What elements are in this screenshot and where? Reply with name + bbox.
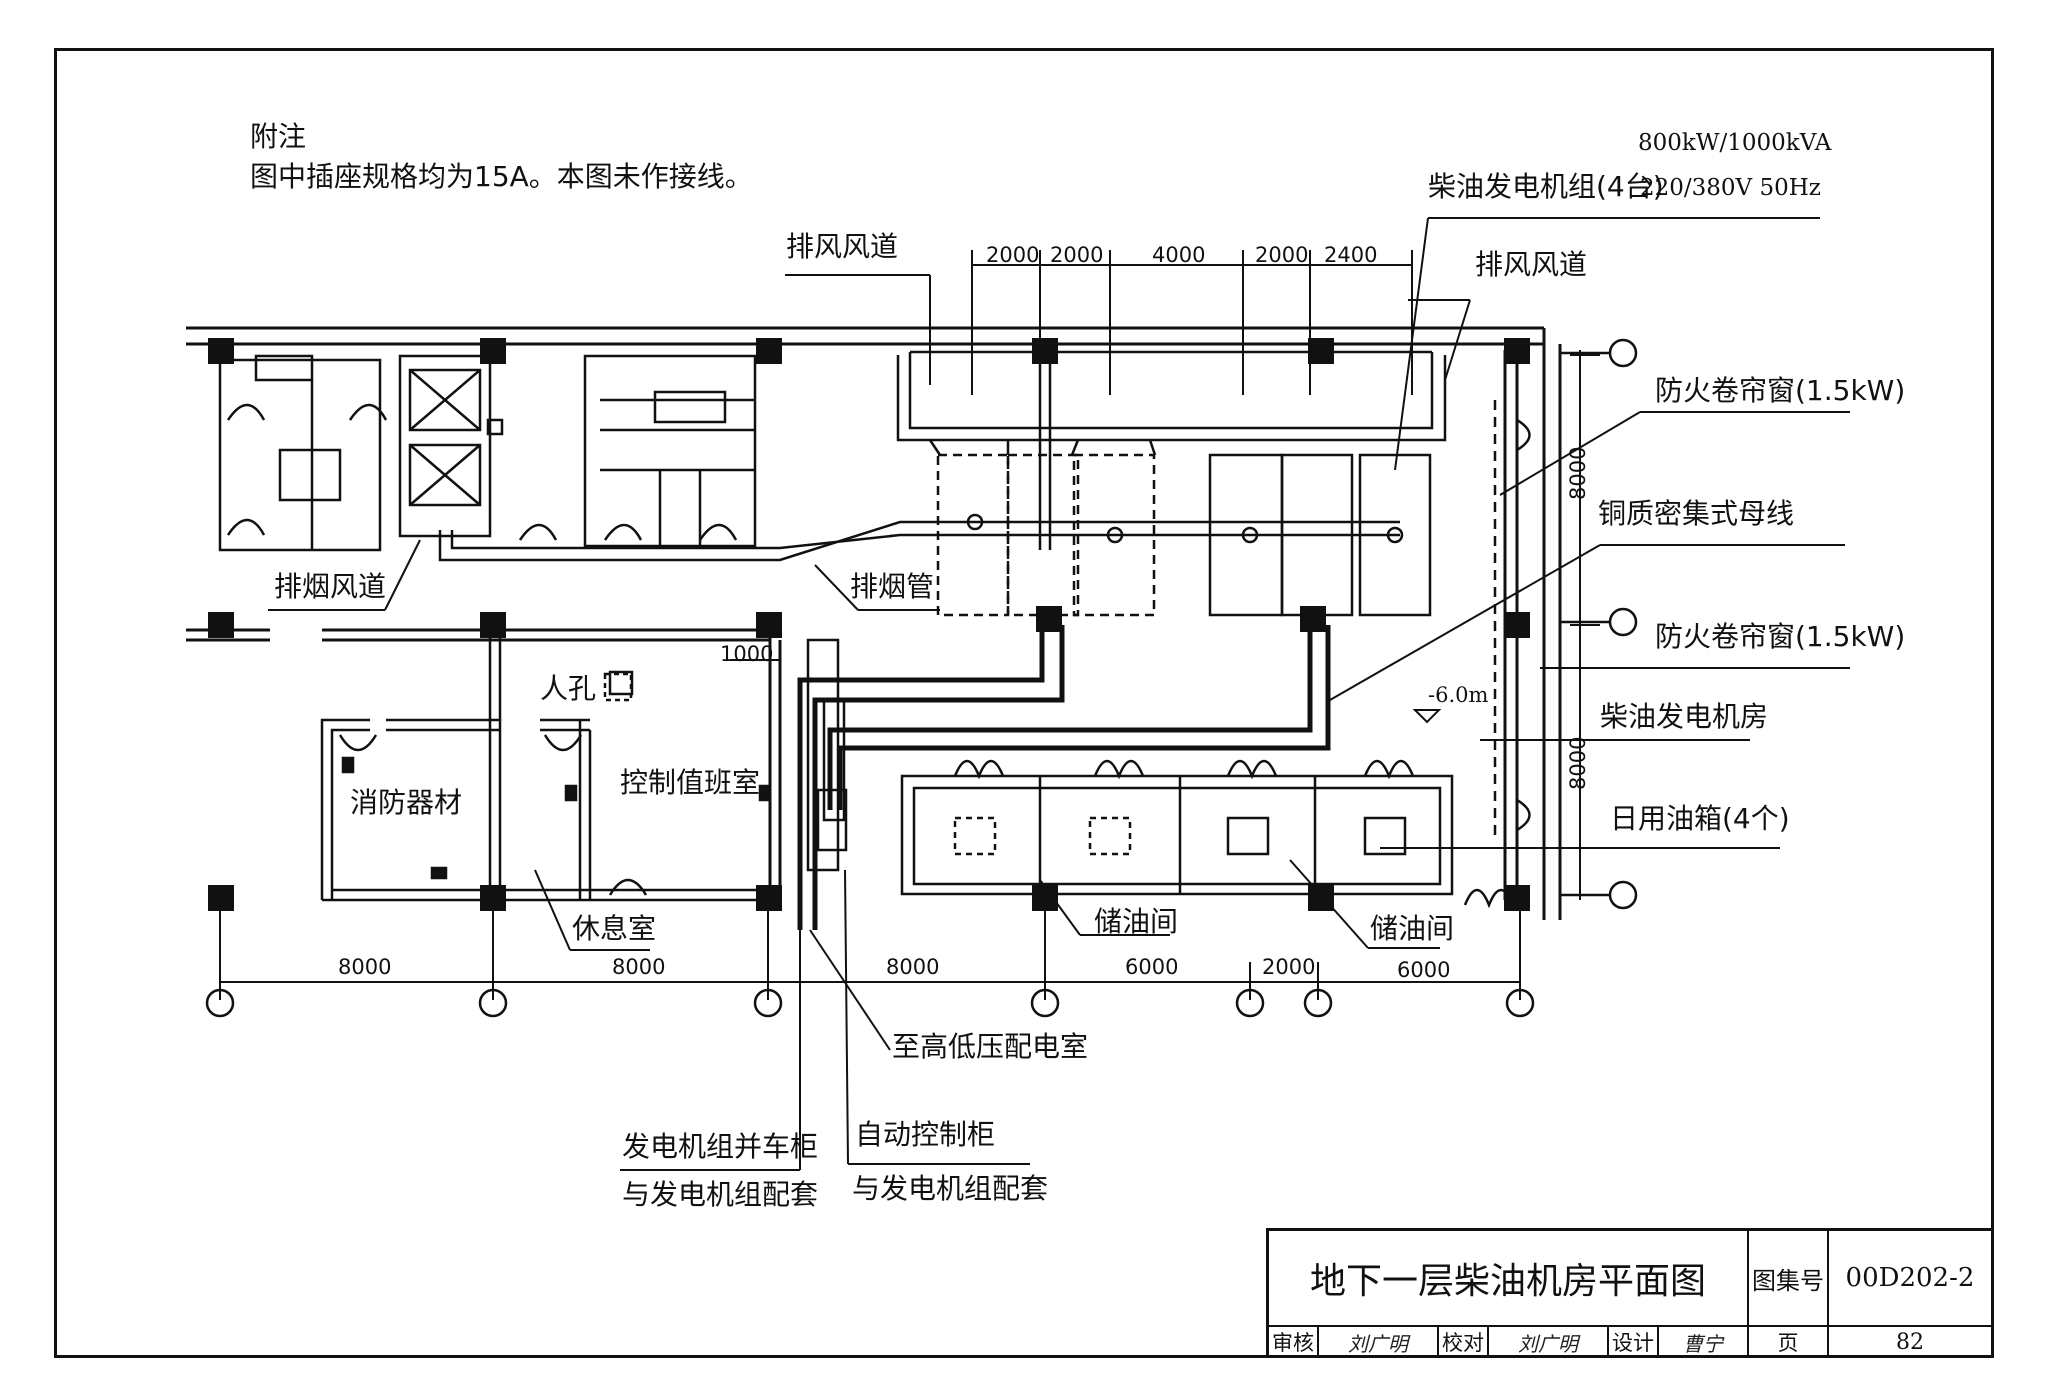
left-rooms <box>218 354 757 552</box>
review-signature: 刘广明 <box>1319 1327 1439 1357</box>
dim-bottom-4: 6000 <box>1125 955 1179 979</box>
label-to-substation: 至高低压配电室 <box>892 1030 1089 1063</box>
dim-bottom-1: 8000 <box>338 955 392 979</box>
generator-sets <box>928 439 1432 617</box>
dim-right-lower: 8000 <box>1566 736 1590 790</box>
dim-door-width: 1000 <box>720 642 774 666</box>
label-smoke-pipe: 排烟管 <box>850 570 935 603</box>
dim-right-upper: 8000 <box>1566 446 1590 500</box>
control-panels <box>806 638 848 872</box>
label-exhaust-duct-right: 排风风道 <box>1475 248 1588 281</box>
dim-bottom-6: 6000 <box>1397 958 1451 982</box>
outer-wall <box>186 326 1562 920</box>
label-rest-room: 休息室 <box>572 912 657 945</box>
drawing-title: 地下一层柴油机房平面图 <box>1269 1231 1749 1327</box>
label-control-room: 控制值班室 <box>620 766 761 799</box>
label-oil-store-2: 储油间 <box>1370 912 1455 945</box>
oil-rooms <box>900 759 1515 909</box>
dimension-lines <box>219 250 1600 1000</box>
generator-rating-1: 800kW/1000kVA <box>1638 130 1832 156</box>
exhaust-duct <box>896 350 1447 442</box>
busbar-lines <box>797 625 1331 930</box>
label-generator-room: 柴油发电机房 <box>1600 700 1769 733</box>
axis-bubbles <box>205 338 1638 1018</box>
notes-heading: 附注 <box>250 120 307 153</box>
page-number: 82 <box>1896 1329 1924 1355</box>
lower-rooms <box>320 630 772 902</box>
label-oil-store-1: 储油间 <box>1094 905 1179 938</box>
review-label: 审核 <box>1269 1327 1319 1357</box>
label-busbar: 铜质密集式母线 <box>1598 497 1795 530</box>
dim-top-3: 4000 <box>1152 243 1206 267</box>
dim-bottom-3: 8000 <box>886 955 940 979</box>
label-auto-cabinet-2: 与发电机组配套 <box>852 1172 1049 1205</box>
label-auto-cabinet-1: 自动控制柜 <box>855 1118 996 1151</box>
dim-top-4: 2000 <box>1255 243 1309 267</box>
title-block: 地下一层柴油机房平面图 图集号 00D202-2 审核 刘广明 校对 刘广明 设… <box>1266 1228 1994 1358</box>
dim-top-1: 2000 <box>986 243 1040 267</box>
manhole-symbol <box>603 672 633 702</box>
atlas-label: 图集号 <box>1749 1231 1829 1327</box>
label-smoke-duct: 排烟风道 <box>274 570 387 603</box>
label-exhaust-duct-left: 排风风道 <box>786 230 899 263</box>
corridor-wall <box>186 628 782 905</box>
smoke-pipe <box>438 345 1404 562</box>
label-fire-equipment: 消防器材 <box>350 786 463 819</box>
notes-text: 图中插座规格均为15A。本图未作接线。 <box>250 160 753 193</box>
dim-top-5: 2400 <box>1324 243 1378 267</box>
label-manhole: 人孔 <box>540 672 597 705</box>
dim-bottom-5: 2000 <box>1262 955 1316 979</box>
leader-lines <box>268 217 1850 1171</box>
drawing-frame <box>54 48 1994 1358</box>
fire-shutters <box>1493 400 1531 840</box>
label-fire-shutter-top: 防火卷帘窗(1.5kW) <box>1655 374 1906 407</box>
check-label: 校对 <box>1439 1327 1489 1357</box>
dim-top-2: 2000 <box>1050 243 1104 267</box>
generator-name: 柴油发电机组(4台) <box>1428 170 1664 203</box>
design-signature: 曹宁 <box>1659 1327 1749 1357</box>
label-parallel-cabinet-1: 发电机组并车柜 <box>622 1130 819 1163</box>
label-parallel-cabinet-2: 与发电机组配套 <box>622 1178 819 1211</box>
dim-bottom-2: 8000 <box>612 955 666 979</box>
generator-rating-2: 220/380V 50Hz <box>1640 175 1821 201</box>
label-day-tank: 日用油箱(4个) <box>1610 802 1790 835</box>
label-level: -6.0m <box>1428 683 1489 707</box>
columns <box>208 338 1530 911</box>
level-marker <box>1412 709 1442 724</box>
label-fire-shutter-mid: 防火卷帘窗(1.5kW) <box>1655 620 1906 653</box>
page-label: 页 <box>1749 1327 1829 1357</box>
design-label: 设计 <box>1609 1327 1659 1357</box>
atlas-number: 00D202-2 <box>1829 1231 1991 1327</box>
check-signature: 刘广明 <box>1489 1327 1609 1357</box>
